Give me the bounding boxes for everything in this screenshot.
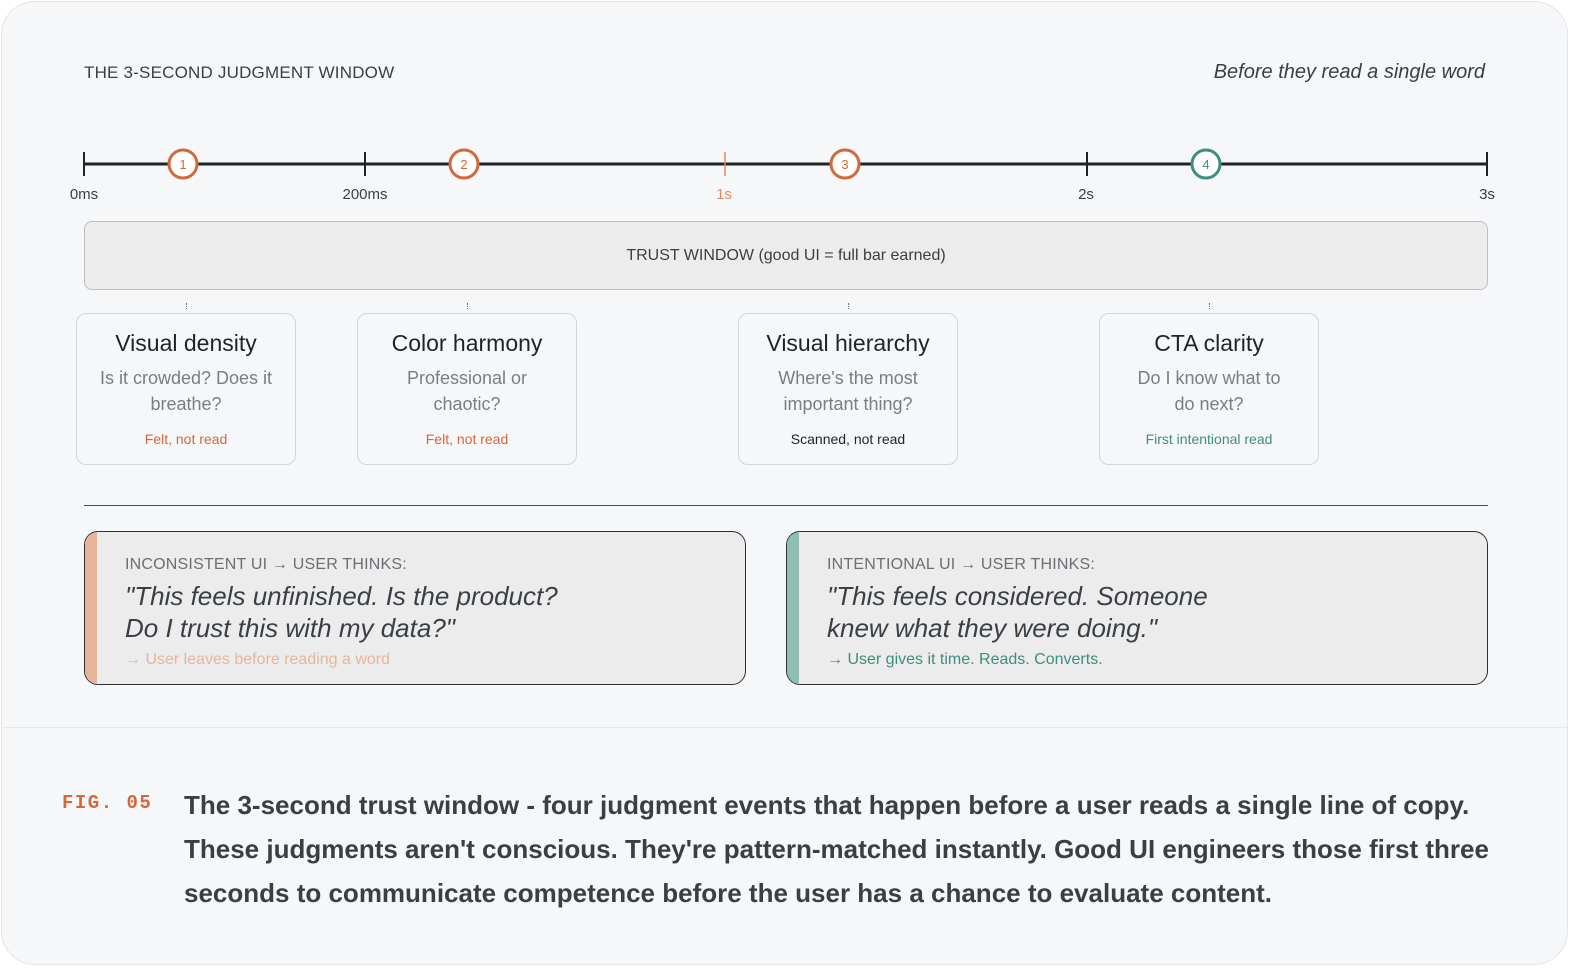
inconsistent-ui-card: INCONSISTENT UI → USER THINKS: "This fee… xyxy=(84,531,746,685)
inconsistent-quote: "This feels unfinished. Is the product? … xyxy=(125,580,558,644)
marker-1-label: 1 xyxy=(179,157,186,172)
figure-label: FIG. 05 xyxy=(62,792,153,814)
intentional-ui-card: INTENTIONAL UI → USER THINKS: "This feel… xyxy=(786,531,1488,685)
event-question: Professional or chaotic? xyxy=(406,368,528,414)
tick-label-3s: 3s xyxy=(1479,186,1495,203)
intentional-quote: "This feels considered. Someone knew wha… xyxy=(827,580,1208,644)
section-divider xyxy=(84,505,1488,506)
event-title: Visual density xyxy=(115,330,257,356)
figure-caption: The 3-second trust window - four judgmen… xyxy=(184,790,1489,908)
event-title: CTA clarity xyxy=(1154,330,1264,356)
marker-3: 3 xyxy=(829,148,861,180)
tick-label-200ms: 200ms xyxy=(342,186,388,203)
marker-4-label: 4 xyxy=(1202,157,1209,172)
intentional-outcome: → User gives it time. Reads. Converts. xyxy=(827,651,1103,668)
event-card-visual-density: Visual density Is it crowded? Does it br… xyxy=(76,313,296,465)
diagram-subtitle: Before they read a single word xyxy=(1213,61,1485,83)
marker-2-label: 2 xyxy=(460,157,467,172)
intentional-quote-line-1: "This feels considered. Someone xyxy=(827,581,1208,611)
event-question: Do I know what to do next? xyxy=(1137,368,1281,414)
event-card-cta-clarity: CTA clarity Do I know what to do next? F… xyxy=(1099,313,1319,465)
marker-4: 4 xyxy=(1190,148,1222,180)
event-title: Visual hierarchy xyxy=(766,330,930,356)
timeline: 1 2 3 4 xyxy=(83,148,1488,180)
diagram-title: THE 3-SECOND JUDGMENT WINDOW xyxy=(84,63,395,82)
tick-label-2s: 2s xyxy=(1078,186,1094,203)
event-question: Is it crowded? Does it breathe? xyxy=(99,368,273,414)
caption-separator xyxy=(2,727,1567,728)
figure-panel: THE 3-SECOND JUDGMENT WINDOW Before they… xyxy=(1,1,1568,965)
marker-3-label: 3 xyxy=(841,157,848,172)
event-card-visual-hierarchy: Visual hierarchy Where's the most import… xyxy=(738,313,958,465)
intentional-label: INTENTIONAL UI → USER THINKS: xyxy=(827,556,1096,573)
trust-window-label: TRUST WINDOW (good UI = full bar earned) xyxy=(626,246,946,264)
inconsistent-outcome: → User leaves before reading a word xyxy=(125,651,391,668)
intentional-accent-bar xyxy=(787,532,799,684)
tick-label-1s: 1s xyxy=(716,186,732,203)
inconsistent-label: INCONSISTENT UI → USER THINKS: xyxy=(125,556,407,573)
event-tag: Felt, not read xyxy=(425,431,509,447)
event-tag: First intentional read xyxy=(1145,431,1273,447)
event-card-color-harmony: Color harmony Professional or chaotic? F… xyxy=(357,313,577,465)
connector-4 xyxy=(1209,303,1210,309)
inconsistent-quote-line-1: "This feels unfinished. Is the product? xyxy=(125,581,558,611)
connector-3 xyxy=(848,303,849,309)
inconsistent-accent-bar xyxy=(85,532,97,684)
event-title: Color harmony xyxy=(391,330,543,356)
connector-2 xyxy=(467,303,468,309)
event-tag: Felt, not read xyxy=(144,431,228,447)
connector-1 xyxy=(186,303,187,309)
tick-label-0ms: 0ms xyxy=(69,186,99,203)
event-tag: Scanned, not read xyxy=(790,431,906,447)
marker-1: 1 xyxy=(167,148,199,180)
marker-2: 2 xyxy=(448,148,480,180)
intentional-quote-line-2: knew what they were doing." xyxy=(827,613,1158,643)
trust-window-bar: TRUST WINDOW (good UI = full bar earned) xyxy=(84,221,1488,290)
event-question: Where's the most important thing? xyxy=(778,368,918,414)
inconsistent-quote-line-2: Do I trust this with my data?" xyxy=(125,613,456,643)
